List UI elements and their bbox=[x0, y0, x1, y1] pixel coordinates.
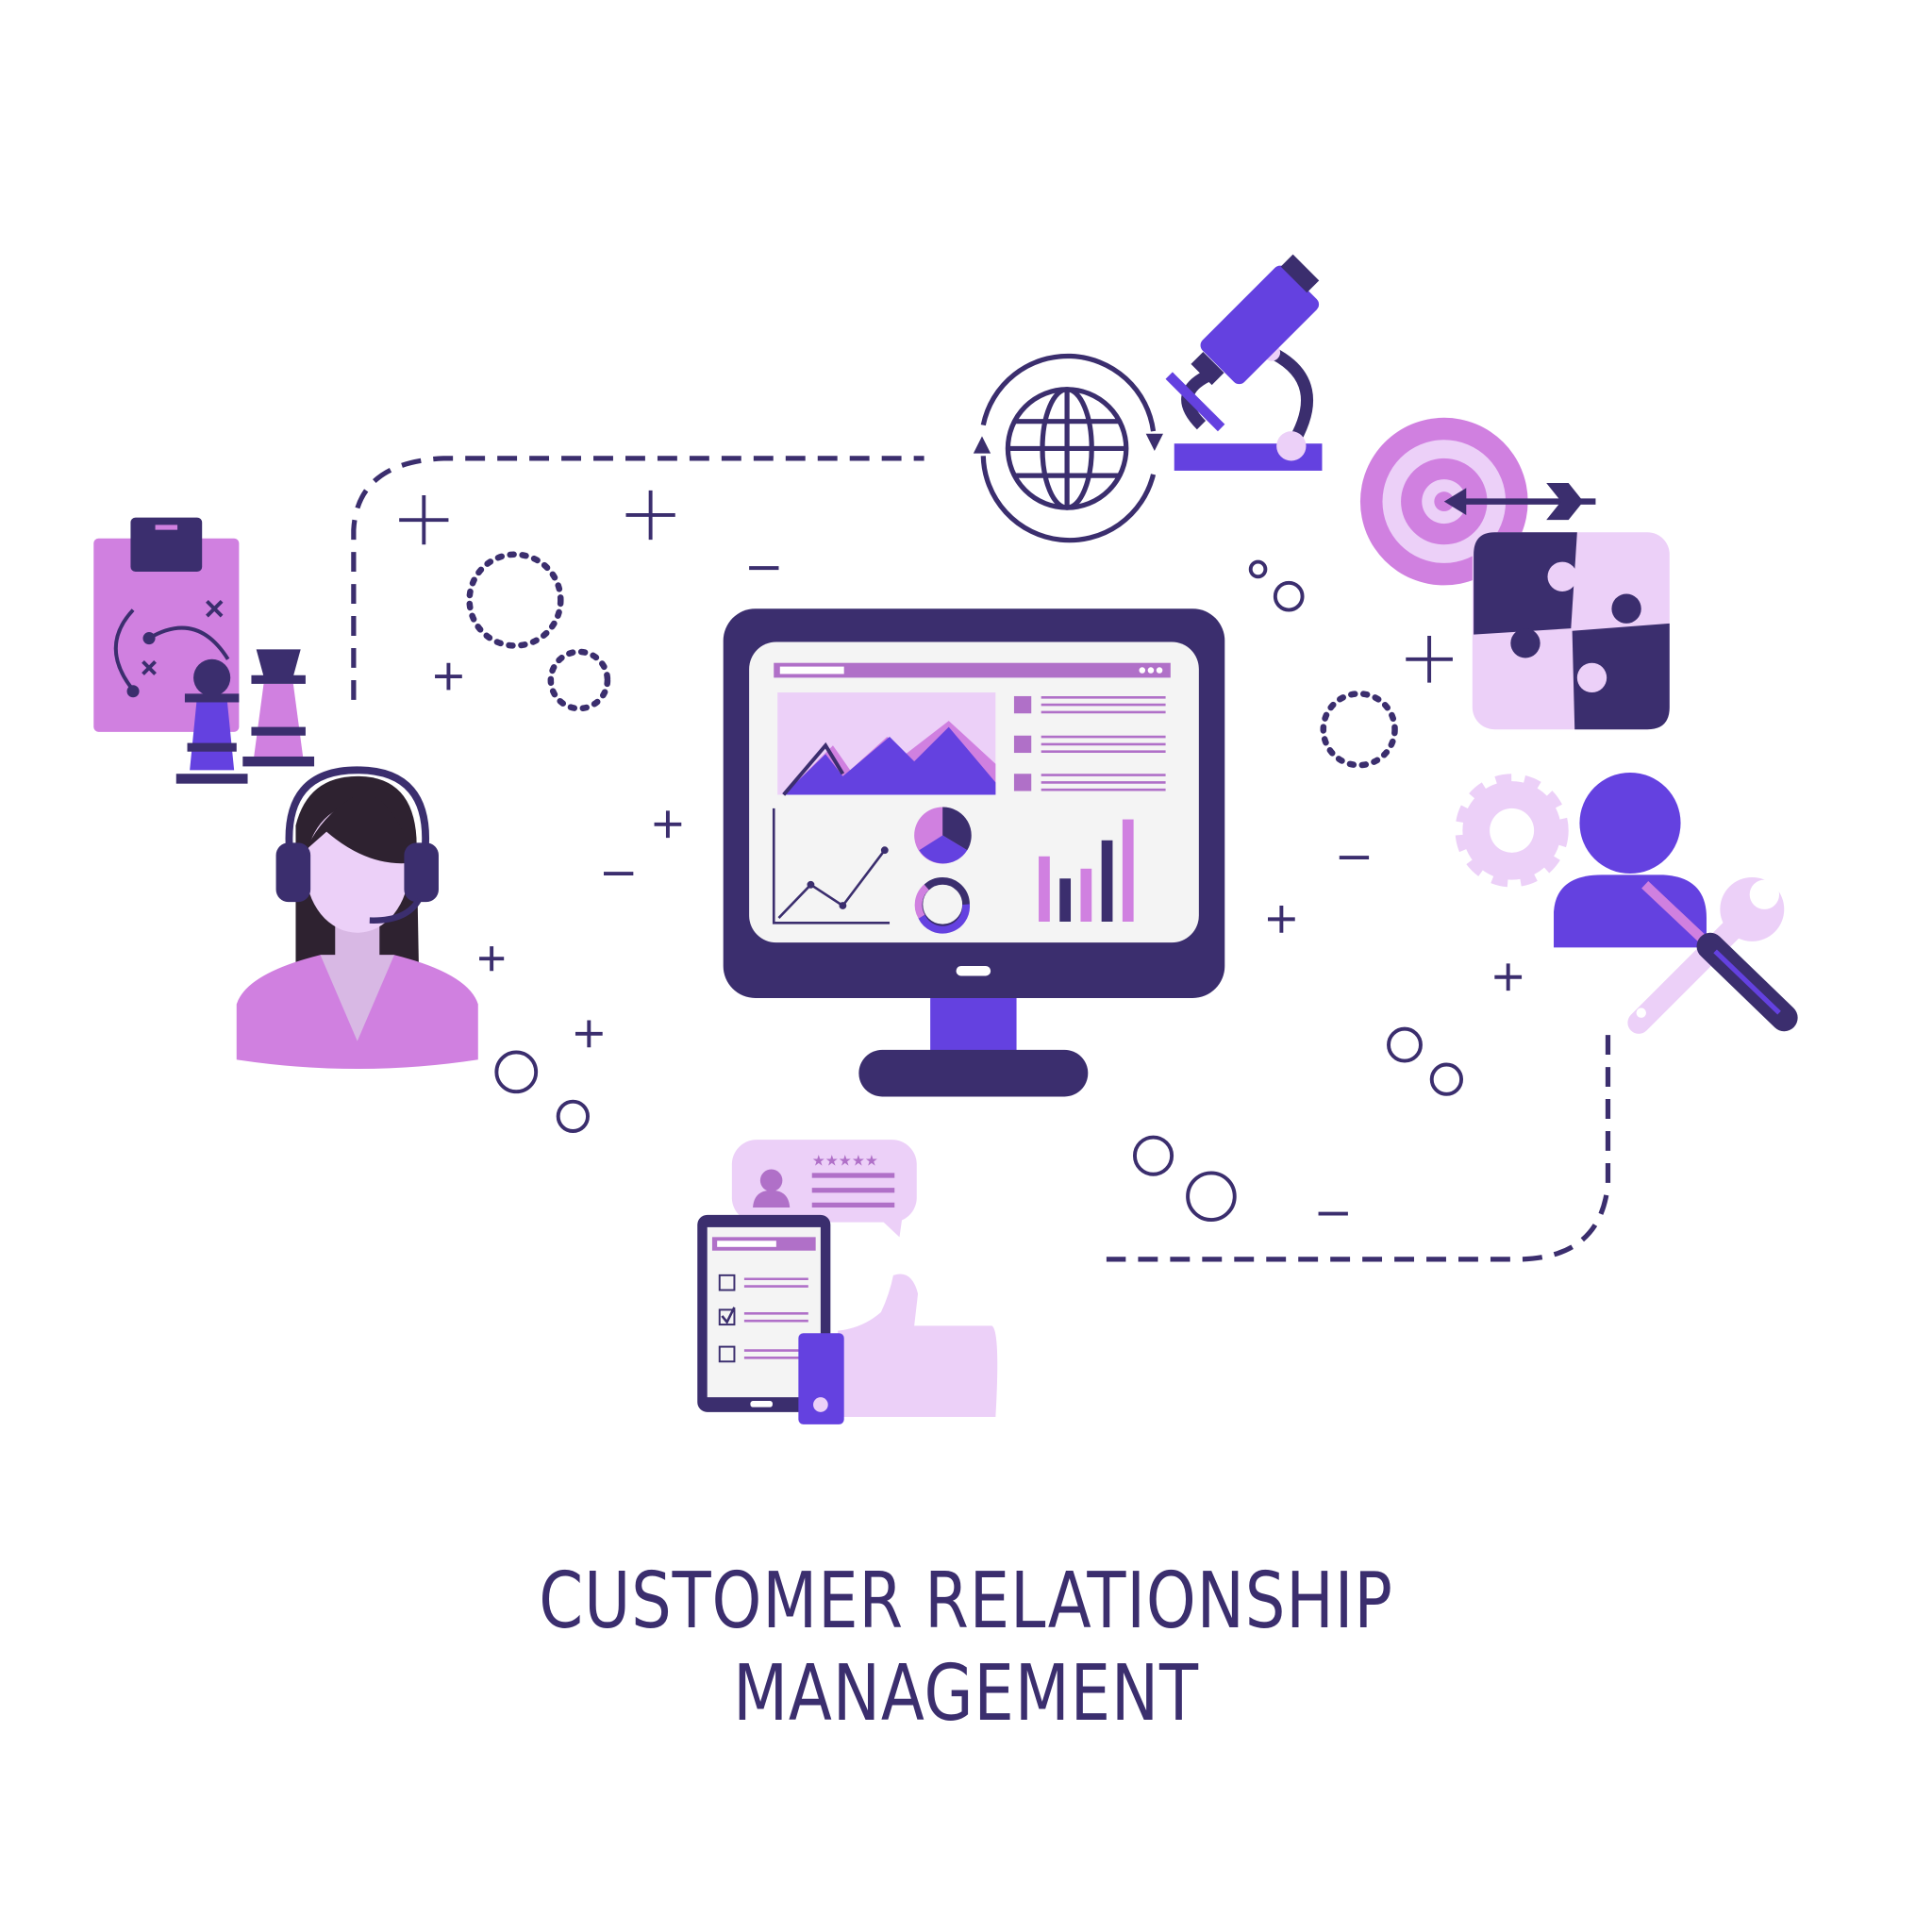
dashed-path-bottom bbox=[1106, 1035, 1611, 1262]
gear-icon bbox=[1455, 774, 1569, 888]
svg-text:★★★★★: ★★★★★ bbox=[812, 1152, 878, 1170]
thumbs-up-icon bbox=[798, 1274, 998, 1424]
user-icon bbox=[1554, 772, 1707, 948]
monitor-dashboard-icon bbox=[723, 608, 1225, 1097]
decorations bbox=[399, 490, 1523, 1223]
phone-checklist-icon bbox=[697, 1214, 831, 1412]
tools-icon bbox=[1627, 876, 1798, 1034]
puzzle-icon bbox=[1472, 532, 1670, 730]
title-line-2: MANAGEMENT bbox=[733, 1649, 1199, 1739]
support-agent-icon bbox=[236, 766, 478, 1070]
chess-pieces-icon bbox=[175, 649, 315, 784]
review-bubble-icon: ★★★★★ bbox=[731, 1140, 917, 1238]
globe-icon bbox=[973, 353, 1163, 543]
microscope-icon bbox=[1165, 254, 1323, 471]
dashed-path-top bbox=[351, 456, 924, 700]
title-line-1: CUSTOMER RELATIONSHIP bbox=[539, 1557, 1393, 1646]
